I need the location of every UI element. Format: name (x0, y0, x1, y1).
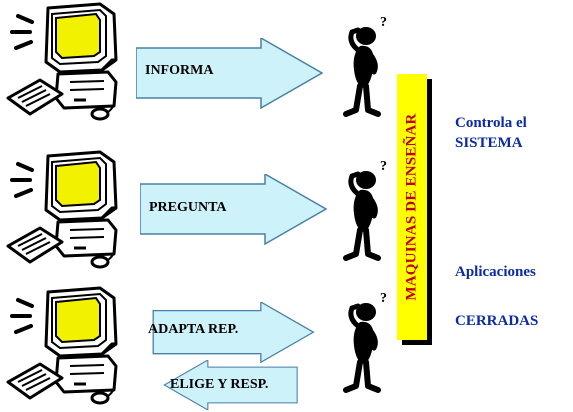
computer-icon-3 (6, 286, 118, 405)
arrow-label-adapta: ADAPTA REP. (148, 322, 239, 337)
side-text-aplicaciones: Aplicaciones (455, 264, 536, 280)
thinking-person-icon-1 (330, 14, 396, 118)
arrow-label-elige: ELIGE Y RESP. (170, 377, 269, 392)
thinking-person-icon-3 (330, 290, 396, 394)
arrow-label-informa: INFORMA (145, 63, 214, 78)
side-text-cerradas: CERRADAS (455, 313, 539, 329)
arrow-label-pregunta: PREGUNTA (149, 200, 227, 215)
maquinas-banner-text: MAQUINAS DE ENSEÑAR (403, 113, 420, 301)
side-line-sistema: SISTEMA (455, 135, 523, 151)
thinking-person-icon-2 (330, 158, 396, 262)
computer-icon-2 (6, 150, 118, 269)
side-text-controla: Controla el SISTEMA (455, 113, 527, 153)
computer-icon-1 (6, 2, 118, 121)
maquinas-banner: MAQUINAS DE ENSEÑAR (397, 74, 427, 340)
side-line-controla: Controla el (455, 115, 527, 131)
